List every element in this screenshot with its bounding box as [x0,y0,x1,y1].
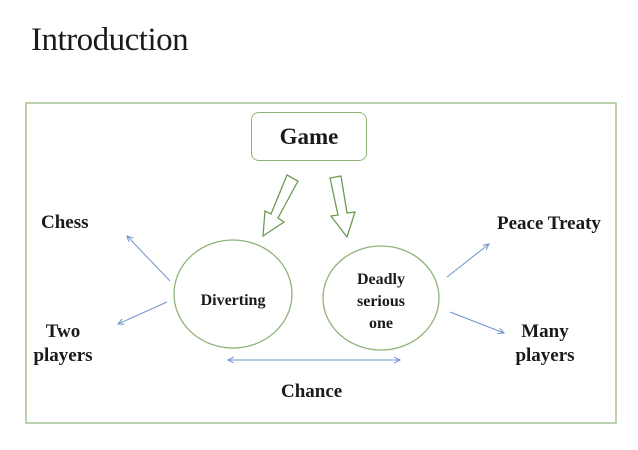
chess-label: Chess [41,212,89,233]
deadly-serious-line-3: one [369,315,393,332]
arrow-to-chess [127,236,171,282]
many-players-line-1: Many [521,321,569,342]
deadly-serious-line-2: serious [357,293,405,310]
arrow-to-many-players [449,311,504,333]
peace-treaty-label: Peace Treaty [497,213,601,234]
diagram-frame [25,102,617,424]
two-players-line-1: Two [45,321,81,342]
chance-label: Chance [281,381,343,402]
many-players-line-2: players [515,345,575,366]
two-players-line-2: players [33,345,93,366]
deadly-serious-line-1: Deadly [357,271,405,288]
arrow-to-peace-treaty [446,244,489,278]
deadly-serious-label: Deadly serious one [346,269,416,335]
game-label: Game [279,123,339,149]
block-arrow-right [329,175,356,239]
many-players-label: Many players [510,320,580,368]
slide-title: Introduction [31,22,189,58]
ellipse-deadly-serious [322,245,440,351]
two-players-label: Two players [30,320,96,368]
arrow-to-two-players [118,301,168,324]
game-box: Game [251,112,367,161]
diverting-label: Diverting [200,292,266,309]
block-arrow-left [262,174,299,238]
ellipse-diverting [173,239,293,349]
